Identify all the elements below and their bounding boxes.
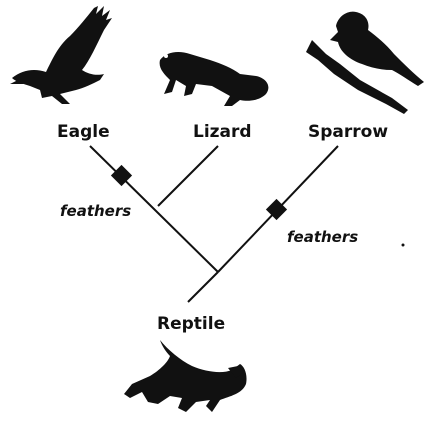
tree-branches	[90, 146, 338, 302]
label-eagle: Eagle	[57, 122, 110, 142]
branch-root	[188, 272, 218, 302]
eagle-icon	[10, 6, 112, 104]
label-reptile: Reptile	[157, 314, 225, 334]
stray-dot	[402, 244, 405, 247]
branch-lizard	[158, 146, 218, 206]
label-lizard: Lizard	[193, 122, 252, 142]
lizard-icon	[160, 52, 269, 106]
sparrow-icon	[306, 12, 424, 114]
trait-label-right: feathers	[287, 228, 358, 246]
label-sparrow: Sparrow	[308, 122, 388, 142]
crocodile-icon	[124, 340, 247, 412]
trait-label-left: feathers	[60, 202, 131, 220]
